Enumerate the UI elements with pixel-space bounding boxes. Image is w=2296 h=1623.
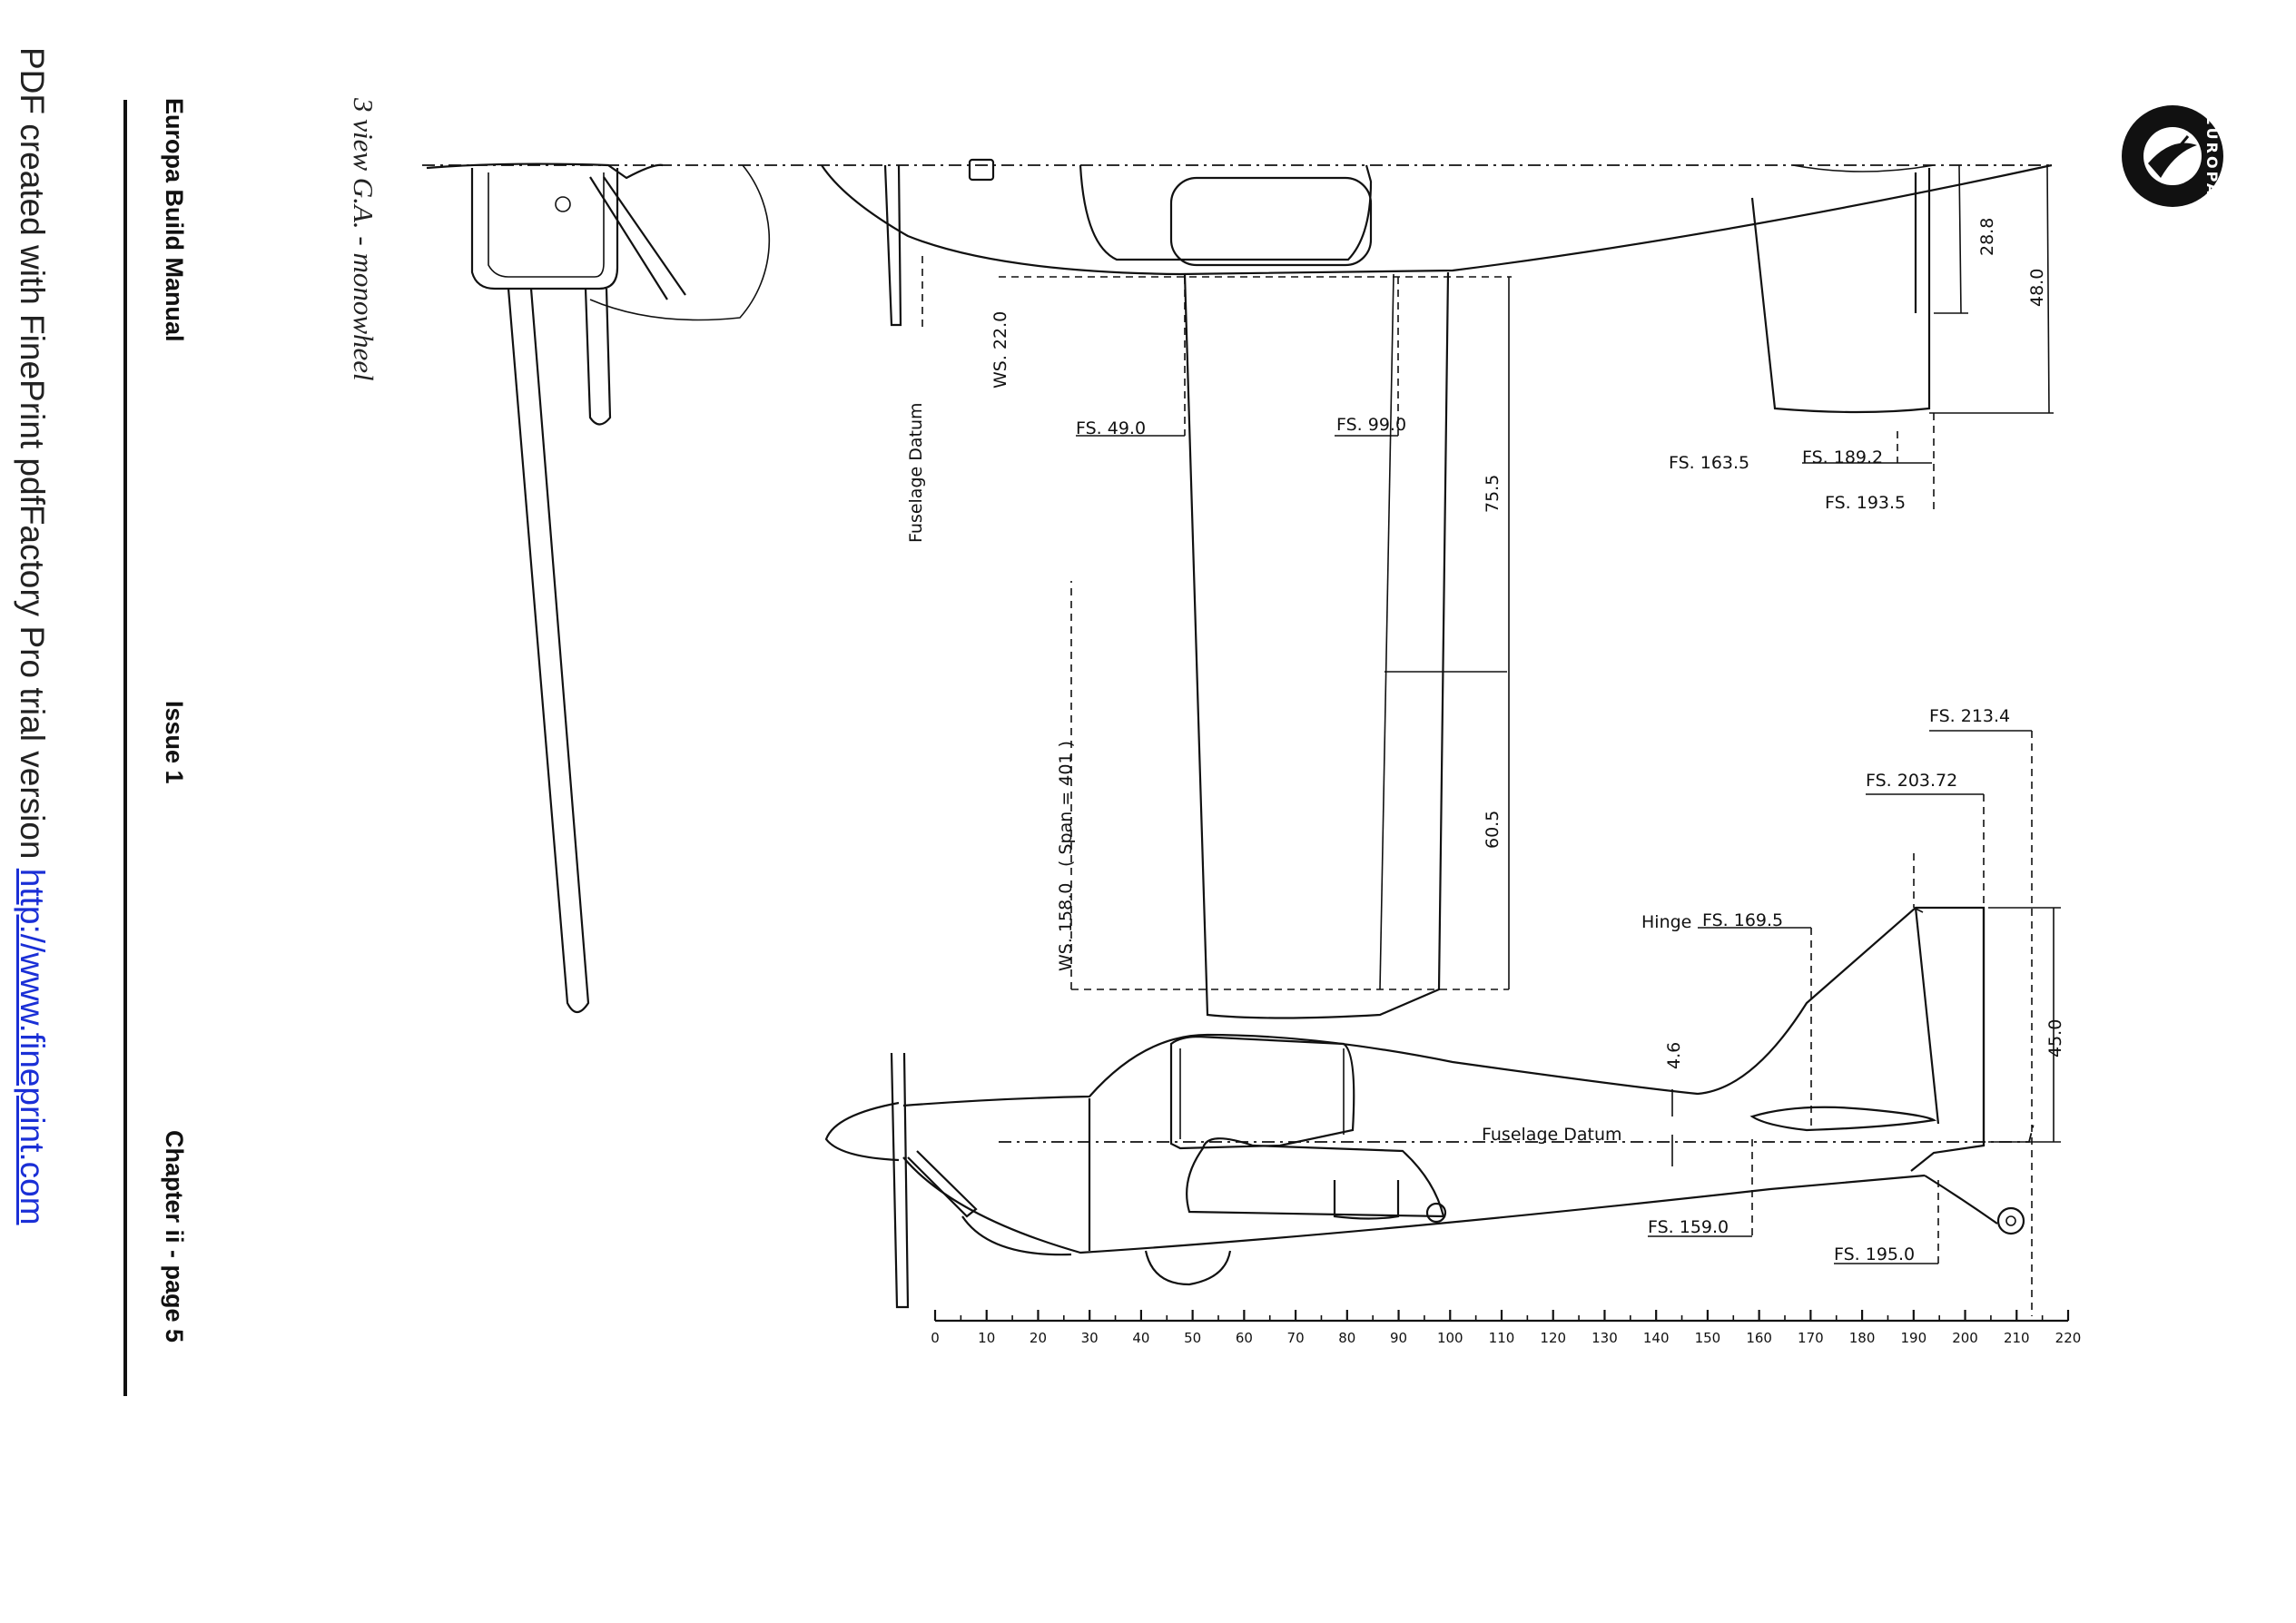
nose-strut (907, 1150, 978, 1218)
scale-tick-label: 80 (1338, 1330, 1355, 1346)
canopy-outline (1079, 164, 1373, 261)
scale-tick-label: 120 (1540, 1330, 1566, 1346)
fs-195-label: FS. 195.0 (1834, 1244, 1915, 1264)
fs-203-72-label: FS. 203.72 (1866, 771, 1957, 791)
scale-tick-label: 200 (1952, 1330, 1978, 1346)
europa-logo: EUROPA (2122, 105, 2223, 207)
span-label: ( Span = 401 ) (1056, 741, 1076, 867)
scale-tick-label: 90 (1390, 1330, 1407, 1346)
scale-tick-label: 210 (2004, 1330, 2030, 1346)
wing-aileron-line (1379, 273, 1394, 990)
fuselage-side-lower (902, 1156, 1926, 1254)
fin-outline (1914, 907, 1986, 1146)
scale-tick-label: 170 (1798, 1330, 1824, 1346)
scale-tick-label: 20 (1030, 1330, 1047, 1346)
tailwheel-strut (1924, 1175, 1998, 1225)
prop-blade-top (883, 164, 902, 327)
tail-gear-leg (584, 288, 612, 426)
scale-tick-label: 130 (1591, 1330, 1618, 1346)
ws-158-label: WS. 158.0 (1056, 883, 1076, 971)
nose-hole (555, 196, 571, 212)
fs-193-5-label: FS. 193.5 (1825, 493, 1906, 513)
side-fuselage-datum-label: Fuselage Datum (1482, 1125, 1622, 1145)
tail-fillet (1792, 164, 1935, 172)
dim-48-0-label: 48.0 (2027, 269, 2047, 307)
spinner-side (824, 1101, 900, 1162)
main-gear-leg (507, 288, 590, 1014)
tailwheel (1996, 1206, 2025, 1235)
side-view: FS. 213.4 FS. 203.72 Hinge FS. 169.5 4.6… (824, 706, 2065, 1316)
prop-arc (589, 164, 771, 321)
flap-bracket (1333, 1180, 1400, 1220)
gear-strut (589, 176, 686, 300)
fuselage-plan-outline (821, 163, 2053, 276)
fs-159-label: FS. 159.0 (1648, 1217, 1729, 1237)
fs-99-label: FS. 99.0 (1336, 415, 1406, 435)
scale-tick-label: 110 (1489, 1330, 1515, 1346)
hinge-label: Hinge (1641, 912, 1691, 932)
main-wheel-side (1144, 1250, 1232, 1286)
fs-213-4-label: FS. 213.4 (1929, 706, 2010, 726)
canopy-side (1169, 1035, 1355, 1150)
scale-tick-label: 10 (978, 1330, 995, 1346)
scale-tick-label: 190 (1900, 1330, 1926, 1346)
ws-22-label: WS. 22.0 (990, 311, 1010, 389)
wing-outline (1183, 271, 1450, 1019)
scale-tick-label: 100 (1437, 1330, 1463, 1346)
tailplane-side (1749, 1106, 1937, 1132)
wing-fairing (1186, 1137, 1445, 1218)
nose-box (470, 168, 619, 290)
fuel-cap (968, 158, 995, 182)
tailplane-outline (1750, 168, 1931, 414)
nose-fairing (961, 1215, 1072, 1256)
fuselage-side-upper (902, 906, 1986, 1172)
scale-tick-label: 70 (1287, 1330, 1305, 1346)
canopy-window (1169, 176, 1373, 267)
scale-tick-label: 30 (1081, 1330, 1099, 1346)
scale-tick-label: 160 (1746, 1330, 1772, 1346)
dim-4-6-label: 4.6 (1664, 1042, 1684, 1069)
scale-tick-label: 40 (1132, 1330, 1149, 1346)
fs-189-2-label: FS. 189.2 (1802, 448, 1883, 467)
dim-75-5-label: 75.5 (1483, 475, 1503, 513)
scale-tick-label: 60 (1236, 1330, 1253, 1346)
flap-hinge (1425, 1202, 1447, 1224)
footer-rule (123, 100, 127, 1396)
prop-blade-side (890, 1052, 910, 1309)
spinner-outline (426, 162, 664, 180)
dim-45-0-label: 45.0 (2045, 1019, 2065, 1057)
dim-28-8-label: 28.8 (1977, 218, 1997, 256)
scale-tick-label: 0 (931, 1330, 940, 1346)
fs-49-label: FS. 49.0 (1076, 418, 1146, 438)
fuselage-station-scale: 0 10 20 30 40 50 60 70 80 90 100 110 120 130 140 150 160… (931, 1310, 2081, 1346)
fs-163-5-label: FS. 163.5 (1669, 453, 1749, 473)
logo-text: EUROPA (2203, 115, 2221, 197)
scale-tick-label: 220 (2055, 1330, 2082, 1346)
fs-169-5-label: FS. 169.5 (1702, 910, 1783, 930)
scale-tick-label: 140 (1643, 1330, 1670, 1346)
nose-box-inner (488, 172, 605, 278)
plan-fuselage-datum-label: Fuselage Datum (906, 402, 926, 543)
scale-tick-label: 50 (1184, 1330, 1201, 1346)
dim-60-5-label: 60.5 (1483, 811, 1503, 849)
scale-tick-label: 150 (1695, 1330, 1721, 1346)
scale-tick-label: 180 (1849, 1330, 1876, 1346)
plan-view: Fuselage Datum WS. 22.0 FS. 49.0 FS. 99.… (422, 158, 2054, 1019)
